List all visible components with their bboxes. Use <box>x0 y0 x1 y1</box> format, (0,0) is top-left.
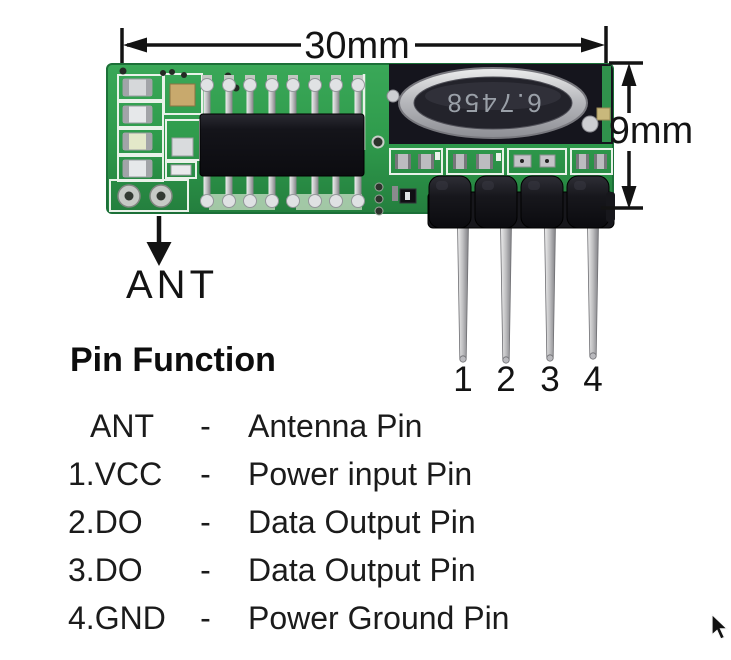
pin-description: Data Output Pin <box>248 504 476 540</box>
pin-row-do2: 2.DO - Data Output Pin <box>68 498 628 546</box>
pin-description: Antenna Pin <box>248 408 423 444</box>
pin-number-3: 3 <box>540 360 559 399</box>
height-dimension-label: 9mm <box>609 110 693 152</box>
pin-row-ant: ANT - Antenna Pin <box>68 402 628 450</box>
ic-top-pins <box>200 75 365 116</box>
dash-separator: - <box>200 504 211 540</box>
pcb-board: 6.7458 <box>106 63 614 216</box>
ant-arrow <box>146 216 172 266</box>
crystal-oscillator: 6.7458 <box>386 67 599 139</box>
dimension-30mm <box>120 26 608 63</box>
arrow-right-icon <box>581 37 605 53</box>
ant-arrowhead-icon <box>146 242 172 266</box>
pin-function-legend: ANT - Antenna Pin 1.VCC - Power input Pi… <box>68 402 628 642</box>
crystal-marking: 6.7458 <box>444 88 542 118</box>
width-dimension-label: 30mm <box>304 25 410 67</box>
dash-separator: - <box>200 552 211 588</box>
pin-number-2: 2 <box>496 360 515 399</box>
smd-inductor-bodies <box>122 78 153 178</box>
pin-label: 4.GND <box>68 600 166 636</box>
pin-legs <box>457 223 599 364</box>
pin-label: 2.DO <box>68 504 143 540</box>
arrow-up-icon <box>621 63 637 86</box>
smd-resistor-row <box>389 148 613 175</box>
mouse-cursor-icon <box>711 614 729 640</box>
pin-function-heading: Pin Function <box>70 341 276 379</box>
dash-separator: - <box>200 408 211 444</box>
ic-chip <box>199 75 365 210</box>
pin-row-vcc: 1.VCC - Power input Pin <box>68 450 628 498</box>
antenna-holes <box>109 179 189 212</box>
dimension-9mm <box>601 61 643 210</box>
arrow-left-icon <box>123 37 147 53</box>
pin-number-4: 4 <box>583 360 602 399</box>
pin-label: 3.DO <box>68 552 143 588</box>
dash-separator: - <box>200 456 211 492</box>
dash-separator: - <box>200 600 211 636</box>
header-plastic <box>427 175 615 229</box>
pin-label: ANT <box>90 408 154 444</box>
pin-description: Power Ground Pin <box>248 600 510 636</box>
ic-bottom-pins <box>200 175 365 208</box>
pin-description: Power input Pin <box>248 456 473 492</box>
header-pins <box>427 175 615 364</box>
pin-number-labels: 1 2 3 4 <box>453 360 602 399</box>
pin-description: Data Output Pin <box>248 552 476 588</box>
pin-row-do3: 3.DO - Data Output Pin <box>68 546 628 594</box>
pin-label: 1.VCC <box>68 456 163 492</box>
pin-number-1: 1 <box>453 360 472 399</box>
pin-row-gnd: 4.GND - Power Ground Pin <box>68 594 628 642</box>
arrow-down-icon <box>621 186 637 209</box>
ant-label: ANT <box>126 263 218 307</box>
module-photo: 6.7458 <box>106 25 693 399</box>
